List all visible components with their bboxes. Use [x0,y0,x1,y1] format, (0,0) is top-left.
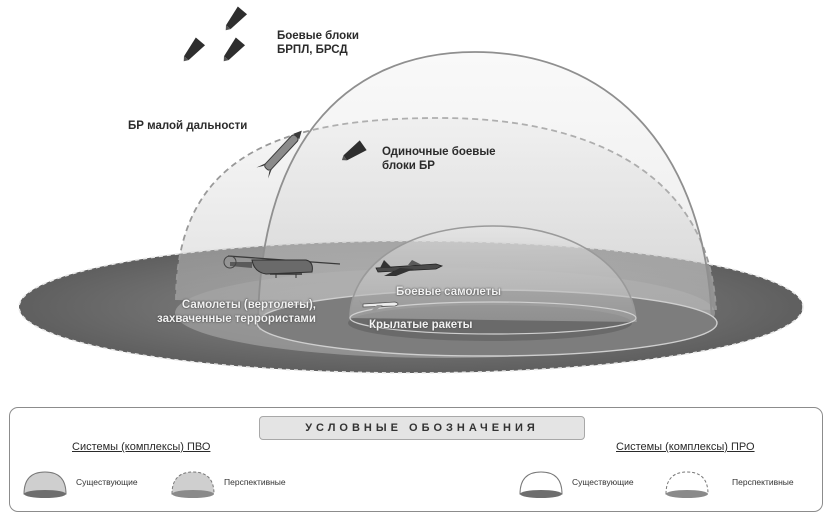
fighter-jet-icon [375,260,444,276]
legend-pro-prospective: Перспективные [664,464,814,500]
legend-pvo-group: Системы (комплексы) ПВО [72,441,211,453]
pvo-dome-base [349,301,637,335]
dome-existing-icon [519,471,563,498]
warhead-icon [223,37,246,62]
pvo-dome-outline [349,225,637,323]
legend-title: УСЛОВНЫЕ ОБОЗНАЧЕНИЯ [259,416,585,440]
label-hijacked-aircraft: Самолеты (вертолеты), захваченные террор… [157,299,316,325]
legend-pvo-prospective: Перспективные [170,464,310,500]
legend-pro-group: Системы (комплексы) ПРО [616,441,755,453]
legend-pro-existing-label: Существующие [572,477,634,487]
legend-pro-existing: Существующие [518,464,658,500]
legend-pvo-prospective-label: Перспективные [224,477,286,487]
helicopter-icon [223,255,341,278]
label-warheads-slbm: Боевые блоки БРПЛ, БРСД [277,30,359,56]
warhead-icon [341,140,367,161]
label-short-range-br: БР малой дальности [128,120,248,132]
legend-panel: УСЛОВНЫЕ ОБОЗНАЧЕНИЯ Системы (комплексы)… [9,407,823,512]
cruise-missile-icon [359,300,399,311]
dome-prospective-icon [171,471,215,498]
warhead-icon [225,6,248,31]
legend-pvo-existing: Существующие [22,464,162,500]
warhead-icon [183,37,206,62]
defense-scene: Боевые блоки БРПЛ, БРСД БР малой дальнос… [18,6,804,374]
defense-scene-svg [18,6,804,374]
missile-icon [256,130,302,179]
pro-dome-outline [257,51,713,331]
dome-prospective-icon [665,471,709,498]
pvo-dome [350,226,636,322]
label-combat-aircraft: Боевые самолеты [396,286,502,298]
legend-pro-prospective-label: Перспективные [732,477,794,487]
dome-existing-icon [23,471,67,498]
label-cruise-missiles: Крылатые ракеты [369,319,473,331]
outer-ground-rim [18,240,804,374]
legend-pvo-existing-label: Существующие [76,477,138,487]
label-single-warheads: Одиночные боевые блоки БР [382,146,496,172]
